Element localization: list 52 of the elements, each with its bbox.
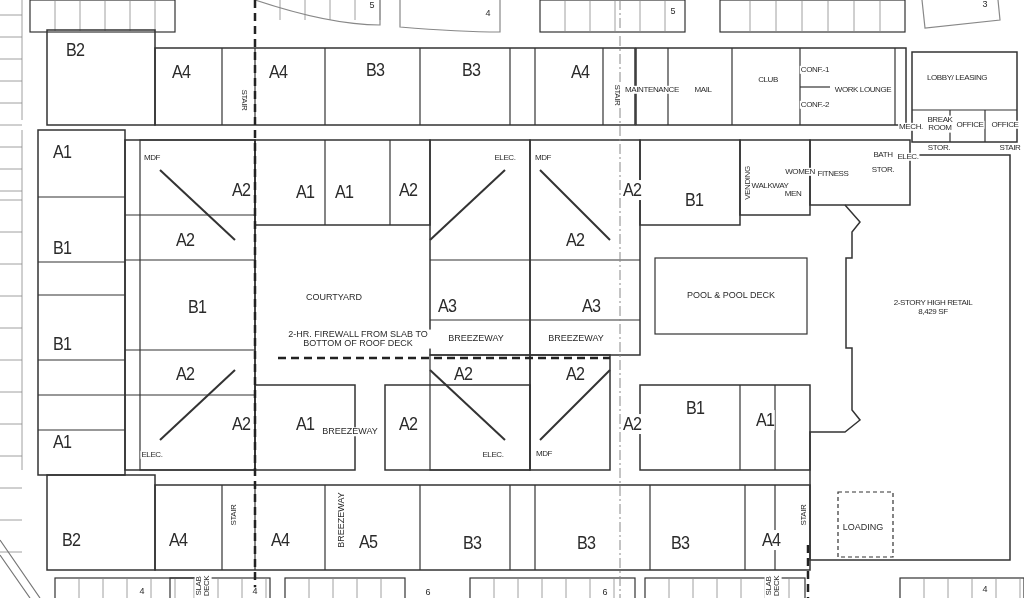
room-label: LOBBY/ LEASING xyxy=(925,73,989,83)
room-label: ELEC. xyxy=(140,450,164,460)
stall-number: 4 xyxy=(981,585,989,595)
room-label: BATH xyxy=(872,150,894,160)
room-label: WALKWAY xyxy=(750,181,790,191)
room-label: 2-STORY HIGH RETAIL xyxy=(892,298,974,308)
room-label: STAIR xyxy=(799,503,809,527)
room-label: MAINTENANCE xyxy=(624,85,680,95)
room-label: CONF.-1 xyxy=(799,65,831,75)
room-label: STOR. xyxy=(926,143,952,153)
room-label: 8,429 SF xyxy=(917,307,949,317)
stall-number: 6 xyxy=(424,588,432,598)
room-label: COURTYARD xyxy=(304,293,364,303)
room-label: WOMEN xyxy=(784,167,816,177)
room-label: STAIR xyxy=(612,83,622,107)
room-label: CONF.-2 xyxy=(799,100,831,110)
room-label: ELEC. xyxy=(481,450,505,460)
room-label: OFFICE xyxy=(990,120,1020,130)
room-label: BREAK ROOM xyxy=(925,115,955,133)
room-label: STAIR xyxy=(998,143,1022,153)
unit-number: A4 xyxy=(761,530,781,550)
room-label: WORK LOUNGE xyxy=(833,85,893,95)
room-label: BREEZEWAY xyxy=(321,427,379,437)
room-label: MAIL xyxy=(693,85,713,95)
room-label: MDF xyxy=(533,153,553,163)
room-label: BREEZEWAY xyxy=(447,334,505,344)
room-label: ELEC. xyxy=(896,152,920,162)
room-label: CLUB xyxy=(757,75,779,85)
room-label: POOL & POOL DECK xyxy=(686,291,776,301)
stall-number: 5 xyxy=(669,7,677,17)
stall-number: 6 xyxy=(601,588,609,598)
room-label: MDF xyxy=(142,153,162,163)
room-label: STAIR xyxy=(229,503,239,527)
room-label: BREEZEWAY xyxy=(337,491,347,549)
room-label: OFFICE xyxy=(955,120,985,130)
stall-number: 4 xyxy=(138,587,146,597)
unit-number: A1 xyxy=(755,410,775,430)
room-label: MDF xyxy=(534,449,554,459)
room-label: MECH. xyxy=(898,122,924,132)
room-label: STOR. xyxy=(870,165,896,175)
room-label: STAIR xyxy=(239,88,249,112)
room-label: LOADING xyxy=(841,523,885,533)
stall-number: 4 xyxy=(251,587,259,597)
stall-number: 5 xyxy=(368,1,376,11)
room-label: ELEC. xyxy=(493,153,517,163)
stall-number: 3 xyxy=(981,0,989,10)
room-label: MEN xyxy=(783,189,803,199)
room-label: FITNESS xyxy=(816,169,850,179)
unit-number: A2 xyxy=(622,180,642,200)
stall-number: 4 xyxy=(484,9,492,19)
room-label: BREEZEWAY xyxy=(547,334,605,344)
unit-number: A2 xyxy=(622,414,642,434)
